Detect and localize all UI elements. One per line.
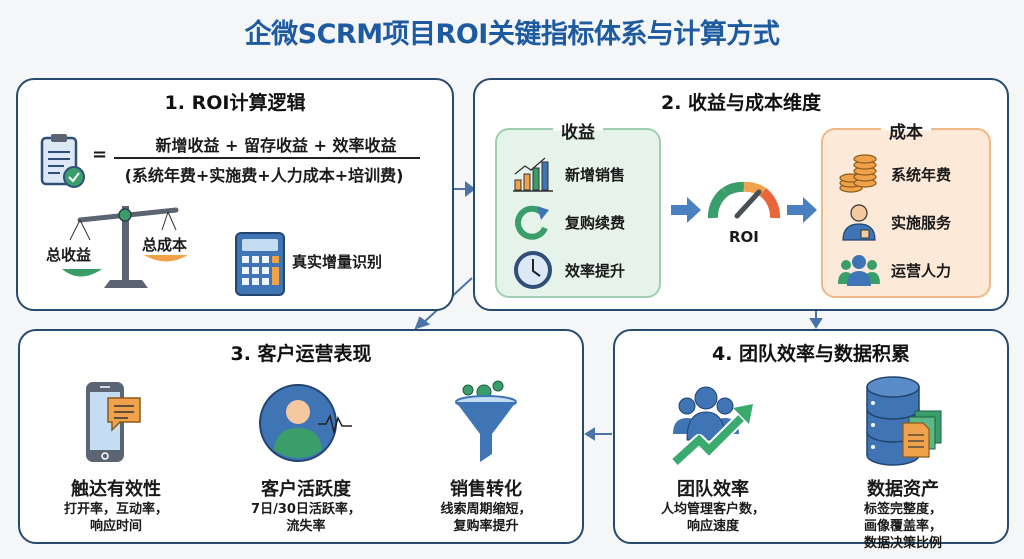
metric-column: 销售转化 线索周期缩短， 复购率提升 (396, 375, 576, 535)
metric-desc: 打开率，互动率， (63, 502, 168, 517)
clipboard-check-icon (40, 134, 85, 188)
arrow-p4-to-p3-head (584, 427, 595, 441)
calculator-icon (235, 232, 285, 296)
page-title: 企微SCRM项目ROI关键指标体系与计算方式 (244, 19, 780, 50)
revenue-item: 复购续费 (511, 202, 625, 242)
cost-item-label: 实施服务 (891, 213, 952, 232)
formula-numerator: 新增收益 + 留存收益 + 效率收益 (155, 136, 397, 155)
metric-heading: 数据资产 (867, 479, 939, 500)
metric-desc: 响应速度 (686, 519, 739, 534)
metric-column: 团队效率 人均管理客户数， 响应速度 (623, 375, 803, 535)
revenue-item-label: 效率提升 (565, 261, 626, 280)
metric-heading: 销售转化 (450, 479, 522, 500)
metric-desc: 响应时间 (89, 519, 142, 534)
scale-left-label: 总收益 (46, 246, 92, 264)
metric-desc: 画像覆盖率， (863, 519, 942, 534)
arrow-right-icon (787, 197, 817, 223)
bar-chart-growth-icon (513, 157, 553, 192)
metric-desc: 标签完整度， (863, 502, 942, 517)
formula-denominator: (系统年费+实施费+人力成本+培训费) (124, 166, 404, 185)
metric-heading: 客户活跃度 (261, 479, 351, 500)
panel-title: 1. ROI计算逻辑 (164, 92, 306, 114)
panel-title: 2. 收益与成本维度 (660, 92, 822, 114)
panel-revenue-cost: 2. 收益与成本维度 收益 新增销售 复购续费 (473, 78, 1009, 311)
cost-item-label: 运营人力 (891, 261, 952, 280)
balance-scale-icon (62, 206, 188, 288)
gauge-label: ROI (729, 228, 759, 246)
metric-heading: 触达有效性 (71, 479, 161, 500)
coins-icon (839, 154, 877, 193)
cost-item-label: 系统年费 (891, 165, 952, 184)
metric-desc: 7日/30日活跃率， (251, 502, 361, 517)
arrow-right-icon (671, 197, 701, 223)
funnel-icon (455, 380, 517, 462)
revenue-item-label: 新增销售 (565, 165, 626, 184)
metric-desc: 复购率提升 (453, 519, 519, 534)
refresh-icon (515, 205, 549, 240)
phone-chat-icon (86, 382, 141, 462)
revenue-item: 效率提升 (511, 250, 625, 290)
metric-column: 数据资产 标签完整度， 画像覆盖率， 数据决策比例 (813, 375, 993, 552)
cost-item: 运营人力 (837, 250, 951, 290)
panel-roi-logic: 1. ROI计算逻辑 = 新增收益 + 留存收益 + 效率收益 (系统年费+实施… (16, 78, 454, 311)
metric-desc: 线索周期缩短， (440, 502, 532, 517)
metric-desc: 流失率 (286, 519, 326, 534)
metric-desc: 人均管理客户数， (660, 502, 765, 517)
cost-item: 实施服务 (837, 202, 951, 242)
metric-column: 客户活跃度 7日/30日活跃率， 流失率 (216, 375, 396, 535)
arrow-p2-to-p4-head (809, 318, 823, 329)
panel-title: 4. 团队效率与数据积累 (711, 343, 911, 365)
calculator-label: 真实增量识别 (292, 253, 383, 271)
cost-item: 系统年费 (837, 154, 951, 194)
team-icon (838, 255, 880, 286)
roi-gauge-icon (707, 181, 781, 219)
panel-title: 3. 客户运营表现 (230, 343, 372, 365)
metric-desc: 数据决策比例 (863, 536, 942, 551)
cost-title: 成本 (881, 118, 931, 143)
arrow-p1-to-p2-head (465, 181, 476, 197)
team-growth-icon (670, 386, 753, 467)
revenue-item-label: 复购续费 (565, 213, 626, 232)
metric-heading: 团队效率 (677, 479, 749, 500)
fraction-bar (114, 157, 420, 159)
service-person-icon (842, 204, 876, 241)
revenue-box: 收益 新增销售 复购续费 效率提升 (495, 118, 661, 298)
metric-column: 触达有效性 打开率，互动率， 响应时间 (26, 375, 206, 535)
user-activity-icon (259, 384, 352, 462)
scale-right-label: 总成本 (142, 236, 188, 254)
database-docs-icon (866, 376, 942, 466)
panel-customer-ops: 3. 客户运营表现 触达有效性 打开率，互动率， 响应时间 (18, 329, 584, 544)
revenue-item: 新增销售 (511, 154, 625, 194)
clock-icon (514, 251, 552, 289)
arrow-p2-to-p3-head (414, 316, 431, 330)
equals-sign: = (92, 144, 108, 165)
cost-box: 成本 系统年费 实施服务 (821, 118, 991, 298)
panel-team-data: 4. 团队效率与数据积累 团队效率 人均管理客户数， 响应速度 (613, 329, 1009, 551)
revenue-title: 收益 (553, 118, 603, 143)
